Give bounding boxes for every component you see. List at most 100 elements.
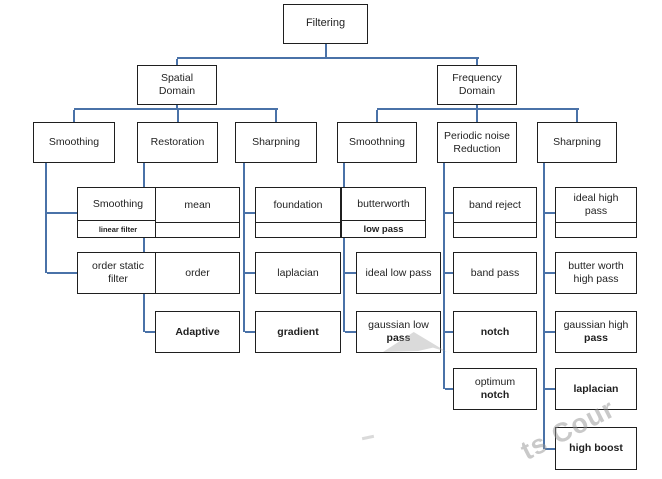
- label-line: Smoothing: [92, 197, 144, 210]
- label-line: gaussian high: [563, 319, 629, 332]
- label-line: filter: [108, 273, 128, 285]
- leaf-laplacian-frequency: laplacian: [555, 368, 637, 410]
- connector-line: [476, 110, 478, 122]
- leaf-band-reject: band reject: [453, 187, 537, 238]
- label-line: band reject: [469, 198, 521, 211]
- label-line: high boost: [569, 442, 623, 455]
- node-label: Sharpning: [538, 123, 616, 162]
- connector-line: [45, 163, 47, 273]
- connector-line: [443, 163, 445, 389]
- group-smoothing: Smoothing: [33, 122, 115, 163]
- connector-line: [377, 108, 579, 110]
- label-line: mean: [184, 198, 211, 211]
- leaf-butterworth-low-pass: butterworth low pass: [341, 187, 426, 238]
- node-sub-label: low pass: [342, 220, 425, 237]
- node-label: gradient: [256, 312, 340, 352]
- connector-line: [245, 331, 256, 333]
- connector-line: [73, 110, 75, 122]
- label-line: ideal high: [573, 192, 619, 205]
- node-label: Smoothing: [78, 188, 158, 220]
- leaf-notch: notch: [453, 311, 537, 353]
- label-line: butter worth: [568, 260, 624, 273]
- node-label: laplacian: [256, 253, 340, 293]
- label-line: butterworth: [357, 197, 410, 210]
- connector-line: [143, 163, 145, 332]
- connector-line: [145, 331, 156, 333]
- leaf-adaptive: Adaptive: [155, 311, 240, 353]
- node-label: ideal low pass: [357, 253, 440, 293]
- label-line: Sharpning: [553, 136, 601, 149]
- label-line: Adaptive: [175, 325, 220, 338]
- label-line: notch: [480, 325, 510, 338]
- watermark-smudge: [361, 434, 375, 441]
- node-label: foundation: [256, 188, 340, 222]
- leaf-mean: mean: [155, 187, 240, 238]
- connector-line: [545, 388, 556, 390]
- node-label: band reject: [454, 188, 536, 222]
- connector-line: [176, 59, 178, 65]
- node-label: high boost: [556, 428, 636, 469]
- label-line: Smoothing: [48, 136, 100, 149]
- sub-label-line: linear filter: [98, 224, 138, 234]
- label-line: Sharpning: [252, 136, 300, 149]
- label-line: pass: [386, 332, 411, 344]
- node-label: Filtering: [284, 5, 367, 43]
- group-sharpning-frequency: Sharpning: [537, 122, 617, 163]
- connector-line: [345, 331, 357, 333]
- connector-line: [325, 44, 327, 57]
- label-line: order static: [92, 260, 144, 273]
- connector-line: [245, 212, 256, 214]
- label-line: gradient: [277, 325, 319, 338]
- label-line: Domain: [158, 85, 196, 97]
- label-line: notch: [480, 389, 510, 401]
- connector-line: [343, 163, 345, 332]
- connector-line: [376, 110, 378, 122]
- label-line: pass: [584, 332, 608, 344]
- label-line: laplacian: [573, 382, 619, 395]
- node-divider-section: [156, 222, 239, 237]
- connector-line: [245, 272, 256, 274]
- leaf-foundation: foundation: [255, 187, 341, 238]
- label-line: Restoration: [150, 136, 205, 149]
- node-label: order: [156, 253, 239, 293]
- leaf-band-pass: band pass: [453, 252, 537, 294]
- node-label: Adaptive: [156, 312, 239, 352]
- group-sharpning-spatial: Sharpning: [235, 122, 317, 163]
- connector-line: [177, 57, 479, 59]
- sub-label-line: low pass: [363, 223, 404, 235]
- leaf-gradient: gradient: [255, 311, 341, 353]
- connector-line: [545, 448, 556, 450]
- connector-line: [177, 110, 179, 122]
- leaf-smoothing-linear-filter: Smoothing linear filter: [77, 187, 159, 238]
- connector-line: [445, 212, 454, 214]
- connector-line: [176, 105, 178, 108]
- connector-line: [576, 110, 578, 122]
- group-smoothning: Smoothning: [337, 122, 417, 163]
- label-line: pass: [584, 205, 608, 217]
- label-line: ideal low pass: [365, 266, 432, 279]
- node-label: Sharpning: [236, 123, 316, 162]
- label-line: band pass: [470, 266, 520, 279]
- connector-line: [543, 163, 545, 449]
- connector-line: [345, 272, 357, 274]
- node-divider-section: [454, 222, 536, 237]
- node-label: band pass: [454, 253, 536, 293]
- connector-line: [476, 59, 478, 65]
- node-label: Smoothning: [338, 123, 416, 162]
- label-line: foundation: [273, 198, 323, 211]
- node-label: Restoration: [138, 123, 217, 162]
- connector-line: [545, 331, 556, 333]
